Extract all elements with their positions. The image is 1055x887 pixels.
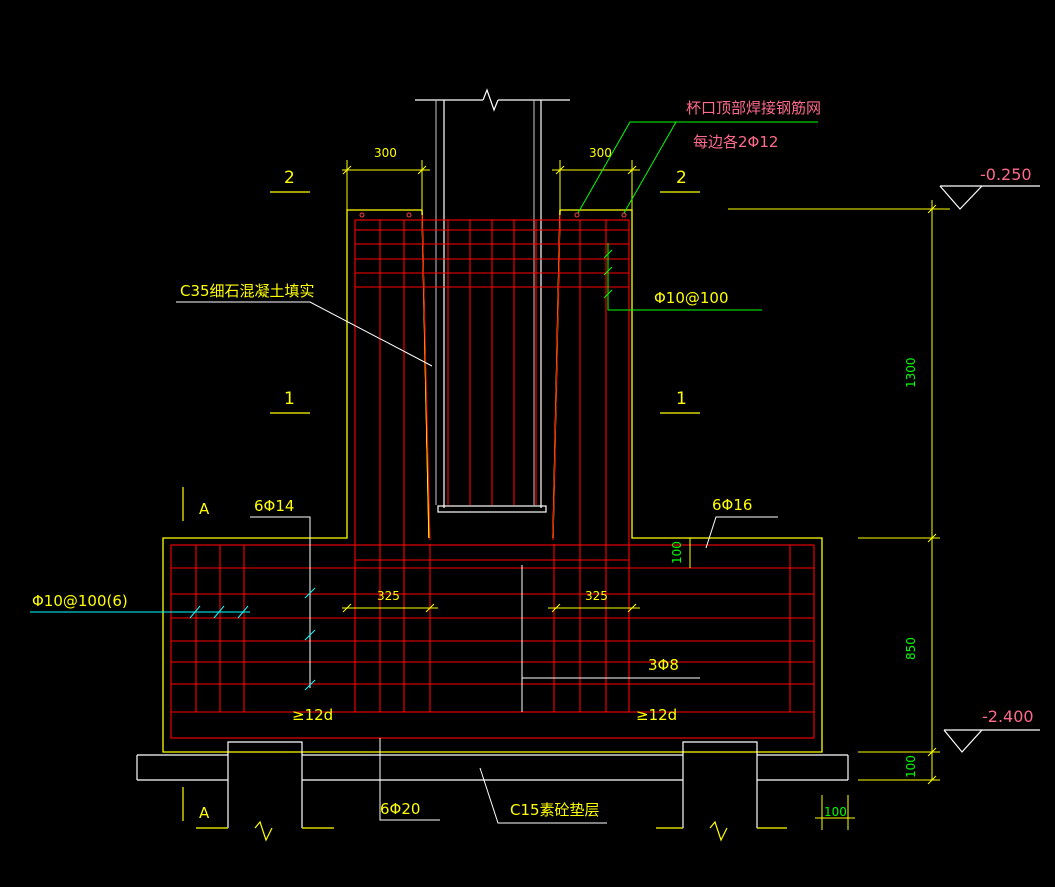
- label-anchor-right: ≥12d: [636, 706, 677, 724]
- label-anchor-left: ≥12d: [292, 706, 333, 724]
- elevation-bottom: -2.400: [982, 707, 1034, 726]
- dim-cup-wall-left: 300: [374, 146, 397, 160]
- dimension-lines: [342, 160, 950, 830]
- section-mark-a-top: A: [199, 500, 210, 518]
- elevation-text: -0.250 -2.400: [980, 165, 1034, 726]
- section-mark-1-right: 1: [676, 389, 687, 409]
- dim-base-inner-left: 325: [377, 589, 400, 603]
- label-center-bars: 3Φ8: [648, 656, 679, 674]
- elevation-marker-top: [939, 185, 1040, 210]
- label-cup-top-bars: 每边各2Φ12: [693, 133, 778, 151]
- label-bottom-bars: 6Φ20: [380, 800, 420, 818]
- section-marks: [182, 191, 787, 842]
- dimension-text: 300 300 325 325 1300 850 100 100 100: [374, 146, 918, 819]
- dim-base-inner-right: 325: [585, 589, 608, 603]
- label-bedding: C15素砼垫层: [510, 801, 600, 819]
- section-mark-2-right: 2: [676, 168, 687, 188]
- foundation-outline: [162, 209, 823, 753]
- leader-lines: [30, 121, 818, 824]
- dim-bedding-overhang: 100: [824, 805, 847, 819]
- label-cup-top-mesh: 杯口顶部焊接钢筋网: [686, 99, 821, 117]
- elevation-marker-bottom: [943, 729, 1040, 753]
- rebar-grid: [170, 214, 815, 739]
- label-base-top-bars: 6Φ16: [712, 496, 752, 514]
- dim-cup-wall-right: 300: [589, 146, 612, 160]
- elevation-top: -0.250: [980, 165, 1032, 184]
- top-mesh-dots: [359, 212, 627, 218]
- label-cup-bars: 6Φ14: [254, 497, 294, 515]
- label-base-stirrup: Φ10@100(6): [32, 592, 128, 610]
- column-inner-lines: [435, 100, 535, 505]
- annotations: 杯口顶部焊接钢筋网 每边各2Φ12 C35细石混凝土填实 Φ10@100 Φ10…: [32, 99, 821, 822]
- label-grout-fill: C35细石混凝土填实: [180, 282, 315, 300]
- dim-base-height: 850: [904, 637, 918, 660]
- section-mark-1-left: 1: [284, 389, 295, 409]
- dim-top-spacing: 100: [670, 541, 684, 564]
- bedding-layer: [136, 741, 849, 828]
- elevation-markers: [939, 185, 1040, 753]
- label-column-stirrup: Φ10@100: [654, 289, 729, 307]
- section-mark-2-left: 2: [284, 168, 295, 188]
- precast-column: [415, 88, 570, 513]
- dim-bedding-thickness: 100: [904, 755, 918, 778]
- dim-cup-height: 1300: [904, 357, 918, 388]
- section-mark-a-bottom: A: [199, 804, 210, 822]
